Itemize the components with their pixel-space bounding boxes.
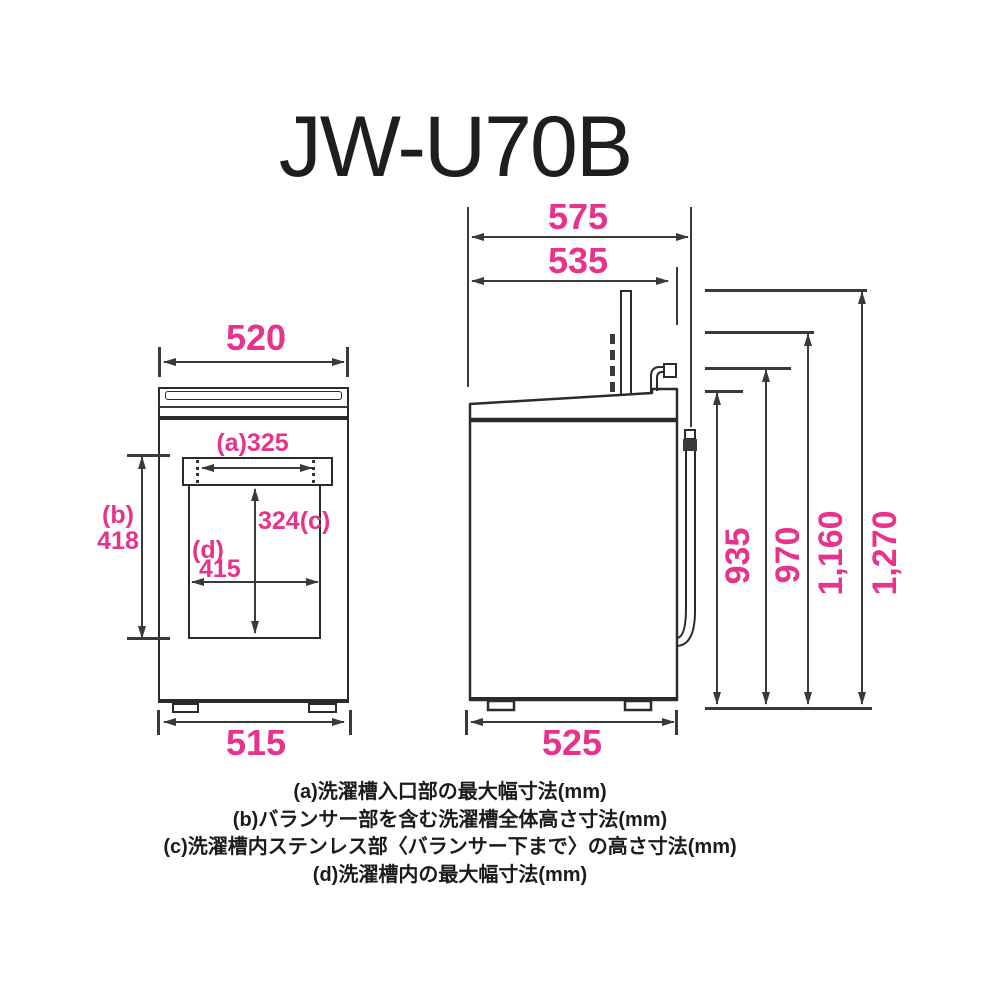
- tub-height-value: 418: [97, 527, 139, 555]
- front-panel-divider: [159, 416, 348, 420]
- ext-line-front: [467, 207, 469, 387]
- dim-tick: [158, 347, 161, 377]
- side-depth-total-label: 575: [547, 196, 609, 237]
- ext-line-1270: [705, 289, 867, 292]
- dim-tick: [346, 347, 349, 377]
- inner-height-arrow: [254, 489, 256, 633]
- inner-width-letter: (d): [192, 536, 224, 564]
- inner-width-arrow: [192, 581, 318, 583]
- lid-post: [620, 290, 632, 394]
- model-title: JW-U70B: [278, 99, 633, 195]
- height-935-arrow: [716, 393, 718, 704]
- footnote-a: (a)洗濯槽入口部の最大幅寸法(mm): [293, 781, 607, 803]
- dim-tick: [349, 710, 352, 735]
- height-1160-label: 1,160: [812, 510, 850, 596]
- height-970-arrow: [765, 370, 767, 704]
- height-970-label: 970: [769, 526, 807, 584]
- side-depth-body-label: 535: [547, 240, 609, 281]
- height-1160-arrow: [807, 334, 809, 704]
- tub-height-letter: (b): [102, 501, 134, 529]
- floor-baseline: [705, 707, 872, 710]
- front-top-width-label: 520: [225, 317, 287, 358]
- ext-line-1160: [705, 331, 814, 334]
- opening-hidden-edge-left: [196, 460, 199, 483]
- footnote-b: (b)バランサー部を含む洗濯槽全体高さ寸法(mm): [232, 808, 668, 831]
- front-lid-panel: [165, 391, 342, 400]
- ext-line-970: [705, 367, 791, 370]
- front-foot-right: [308, 703, 337, 713]
- opening-hidden-edge-right: [312, 460, 315, 483]
- dim-tick: [127, 454, 170, 457]
- height-1270-arrow: [861, 292, 863, 704]
- front-bottom-width-label: 515: [225, 722, 287, 763]
- dim-tick: [465, 710, 468, 735]
- ext-line-935: [705, 390, 743, 393]
- hidden-edge-dashed: [610, 334, 615, 392]
- footnote-d: (d)洗濯槽内の最大幅寸法(mm): [312, 863, 588, 886]
- height-1270-label: 1,270: [866, 510, 904, 596]
- front-top-width-arrow: [164, 361, 344, 363]
- footnote-c: (c)洗濯槽内ステンレス部〈バランサー下まで〉の高さ寸法(mm): [163, 836, 737, 858]
- side-body-drawing: [468, 363, 697, 712]
- dim-tick: [157, 710, 160, 735]
- front-lid-seam: [159, 406, 348, 408]
- ext-line-body-back: [676, 267, 678, 325]
- front-foot-left: [172, 703, 199, 713]
- inner-width-value: 415: [199, 555, 241, 583]
- side-depth-body-arrow: [472, 280, 668, 282]
- front-bottom-width-arrow: [164, 721, 344, 723]
- ext-line-back: [690, 207, 692, 427]
- front-opening-width-arrow: [202, 467, 312, 469]
- inner-height-label: 324(c): [258, 507, 331, 535]
- dim-tick: [127, 637, 170, 640]
- front-opening-width-label: (a)325: [216, 429, 289, 457]
- height-935-label: 935: [719, 527, 757, 585]
- side-bottom-depth-label: 525: [541, 722, 603, 763]
- dim-tick: [675, 710, 678, 735]
- footnotes: (a)洗濯槽入口部の最大幅寸法(mm) (b)バランサー部を含む洗濯槽全体高さ寸…: [45, 779, 855, 889]
- tub-height-arrow: [141, 457, 143, 638]
- side-bottom-depth-arrow: [471, 721, 674, 723]
- side-depth-total-arrow: [472, 236, 688, 238]
